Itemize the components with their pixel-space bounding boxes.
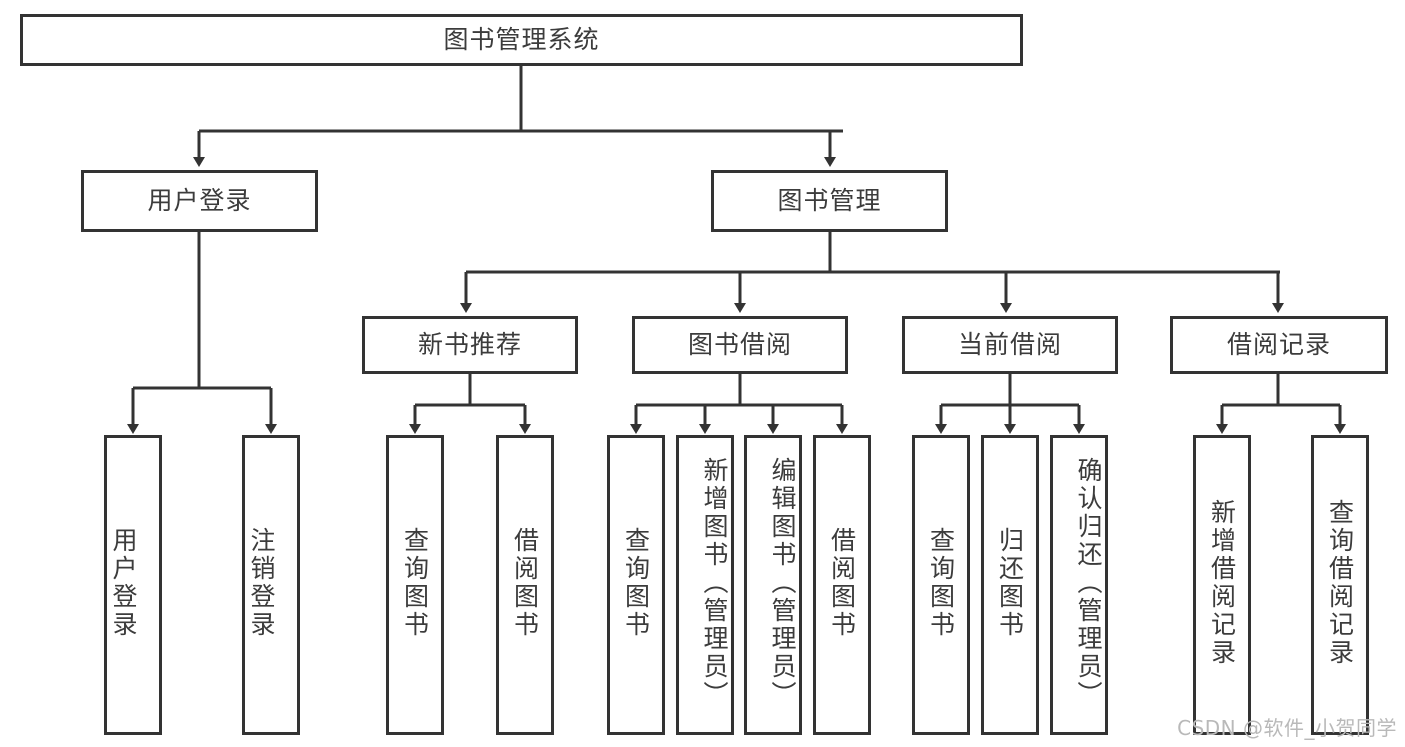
node-current-borrow-label: 当前借阅 (957, 330, 1062, 360)
node-book-management[interactable]: 图书管理 (711, 170, 948, 232)
leaf-current-return-book[interactable]: 归还图书 (981, 435, 1039, 735)
leaf-new-book-query[interactable]: 查询图书 (386, 435, 444, 735)
leaf-user-login-signin[interactable]: 用户登录 (104, 435, 162, 735)
node-borrow-record-label: 借阅记录 (1226, 330, 1331, 360)
node-book-borrow[interactable]: 图书借阅 (632, 316, 848, 374)
leaf-label: 查询图书 (926, 527, 956, 639)
node-new-book-recommend-label: 新书推荐 (417, 330, 522, 360)
node-book-borrow-label: 图书借阅 (687, 330, 792, 360)
leaf-label: 借阅图书 (510, 527, 540, 639)
leaf-user-login-signout[interactable]: 注销登录 (242, 435, 300, 735)
leaf-label: 用户登录 (109, 527, 138, 639)
leaf-label: 新增借阅记录 (1207, 499, 1237, 667)
leaf-label: 查询图书 (621, 527, 651, 639)
leaf-new-book-borrow[interactable]: 借阅图书 (496, 435, 554, 735)
node-borrow-record[interactable]: 借阅记录 (1170, 316, 1388, 374)
leaf-current-confirm-return-admin[interactable]: 确认归还（管理员） (1050, 435, 1108, 735)
node-root[interactable]: 图书管理系统 (20, 14, 1023, 66)
leaf-record-query[interactable]: 查询借阅记录 (1311, 435, 1369, 735)
leaf-label: 编辑图书（管理员） (768, 457, 797, 709)
leaf-label: 新增图书（管理员） (700, 457, 729, 709)
leaf-borrow-query-book[interactable]: 查询图书 (607, 435, 665, 735)
leaf-borrow-borrow-book[interactable]: 借阅图书 (813, 435, 871, 735)
leaf-borrow-edit-book-admin[interactable]: 编辑图书（管理员） (744, 435, 802, 735)
leaf-label: 查询借阅记录 (1325, 499, 1355, 667)
node-user-login[interactable]: 用户登录 (81, 170, 318, 232)
node-root-label: 图书管理系统 (443, 25, 600, 55)
leaf-label: 查询图书 (400, 527, 430, 639)
node-user-login-label: 用户登录 (147, 186, 252, 216)
watermark: CSDN @软件_小贺同学 (1177, 716, 1397, 740)
node-current-borrow[interactable]: 当前借阅 (902, 316, 1118, 374)
leaf-label: 确认归还（管理员） (1074, 457, 1103, 709)
leaf-label: 注销登录 (247, 527, 276, 639)
node-new-book-recommend[interactable]: 新书推荐 (362, 316, 578, 374)
leaf-current-query-book[interactable]: 查询图书 (912, 435, 970, 735)
leaf-label: 借阅图书 (827, 527, 857, 639)
node-book-management-label: 图书管理 (777, 186, 882, 216)
leaf-record-add[interactable]: 新增借阅记录 (1193, 435, 1251, 735)
leaf-label: 归还图书 (995, 527, 1025, 639)
leaf-borrow-add-book-admin[interactable]: 新增图书（管理员） (676, 435, 734, 735)
